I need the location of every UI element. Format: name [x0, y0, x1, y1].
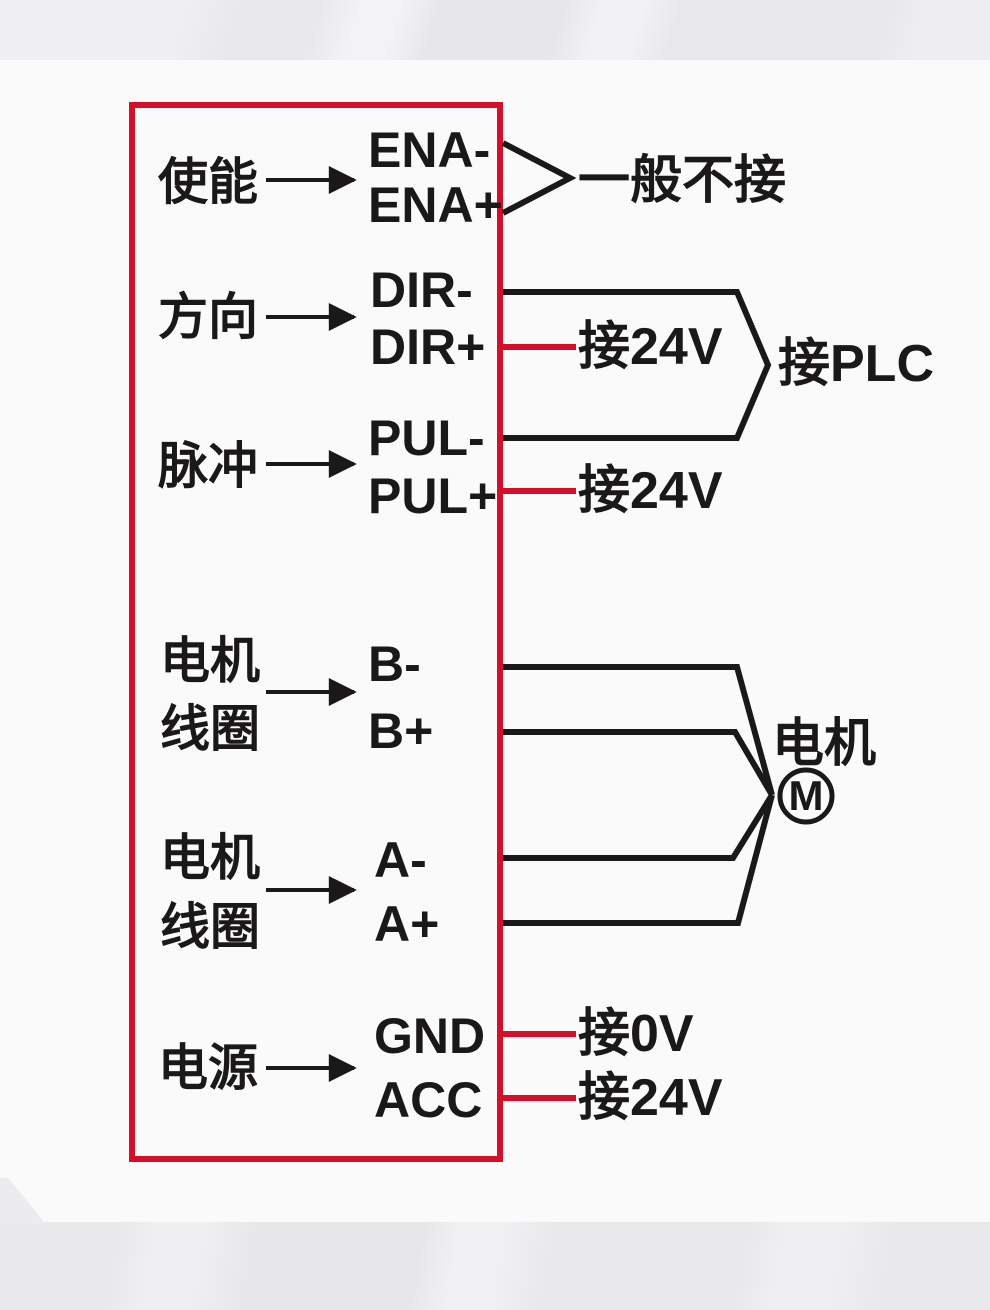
terminal-pul-plus: PUL+ — [368, 468, 498, 524]
wire-b-plus — [503, 729, 775, 797]
label-power: 电源 — [158, 1040, 258, 1096]
terminal-ena-minus: ENA- — [368, 122, 491, 178]
terminal-b-plus: B+ — [368, 703, 434, 759]
annotation-ena-note: 一般不接 — [578, 152, 787, 210]
background-corner-sliver — [0, 1178, 46, 1224]
label-coil-a-line2: 线圈 — [160, 899, 260, 955]
label-coil-b-line2: 线圈 — [160, 701, 260, 757]
terminal-ena-plus: ENA+ — [368, 177, 503, 233]
ena-bracket-wire — [501, 140, 577, 216]
terminal-gnd: GND — [374, 1008, 486, 1064]
wire-b-minus — [503, 664, 775, 796]
terminal-pul-minus: PUL- — [368, 410, 485, 466]
terminal-a-minus: A- — [374, 832, 427, 888]
label-coil-b-line1: 电机 — [160, 633, 260, 689]
driver-terminal-box — [129, 102, 503, 1162]
terminal-dir-plus: DIR+ — [370, 319, 486, 375]
wire-a-plus — [503, 794, 775, 926]
annotation-pul-24v: 接24V — [578, 462, 723, 520]
background-top-band — [0, 0, 990, 60]
annotation-acc-24v: 接24V — [578, 1069, 723, 1127]
motor-m-symbol: M — [788, 772, 824, 819]
terminal-b-minus: B- — [368, 636, 421, 692]
label-enable: 使能 — [158, 154, 258, 210]
label-coil-a-line1: 电机 — [160, 830, 260, 886]
annotation-gnd-0v: 接0V — [578, 1005, 694, 1063]
annotation-motor: 电机 — [772, 715, 877, 773]
terminal-dir-minus: DIR- — [370, 262, 473, 318]
wire-a-minus — [503, 793, 775, 861]
label-pulse: 脉冲 — [158, 438, 258, 494]
annotation-plc: 接PLC — [778, 335, 935, 393]
terminal-a-plus: A+ — [374, 896, 440, 952]
terminal-acc: ACC — [374, 1072, 483, 1128]
label-direction: 方向 — [158, 289, 258, 345]
background-bottom-band — [0, 1222, 990, 1310]
annotation-dir-24v: 接24V — [578, 318, 723, 376]
